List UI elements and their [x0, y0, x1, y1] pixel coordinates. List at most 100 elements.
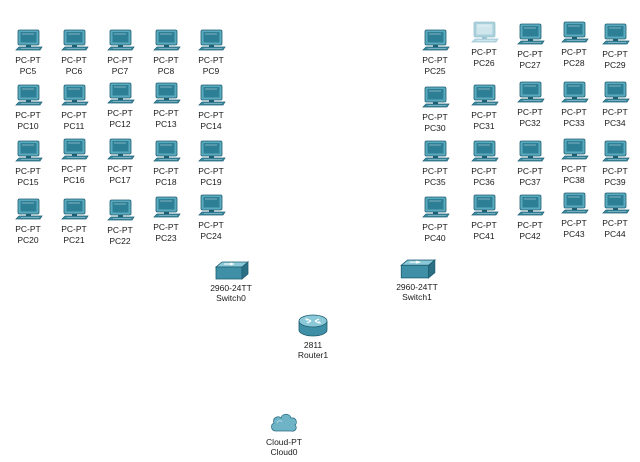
- pc-workstation-icon: [559, 137, 589, 163]
- pc-name-label: PC41: [473, 231, 495, 241]
- pc-workstation-icon: [105, 198, 135, 224]
- pc-workstation-icon: [196, 83, 226, 109]
- pc-workstation-icon: [151, 195, 181, 221]
- pc-workstation-icon: [469, 83, 499, 109]
- pc-name-label: PC6: [65, 66, 83, 76]
- pc-workstation-icon: [420, 85, 450, 111]
- pc-name-label: PC18: [155, 177, 177, 187]
- pc-name-label: PC17: [109, 175, 131, 185]
- pc-name-label: PC33: [563, 118, 585, 128]
- switch1-name: Switch1: [402, 292, 432, 302]
- pc-name-label: PC15: [17, 177, 39, 187]
- pc-workstation-icon: [59, 83, 89, 109]
- pc-workstation-icon: [59, 137, 89, 163]
- switch0-device[interactable]: 2960-24TT Switch0: [206, 261, 256, 303]
- pc-name-label: PC39: [604, 177, 626, 187]
- cloud0-device[interactable]: Cloud-PT Cloud0: [262, 411, 306, 457]
- pc-type-label: PC-PT: [602, 166, 628, 176]
- pc-name-label: PC27: [519, 60, 541, 70]
- pc-name-label: PC19: [200, 177, 222, 187]
- pc-type-label: PC-PT: [107, 164, 133, 174]
- pc-type-label: PC-PT: [61, 224, 87, 234]
- pc-workstation-icon: [13, 139, 43, 165]
- pc-name-label: PC24: [200, 231, 222, 241]
- router1-device[interactable]: 2811 Router1: [291, 312, 335, 360]
- pc-workstation-icon: [105, 81, 135, 107]
- switch1-device[interactable]: 2960-24TT Switch1: [392, 259, 442, 302]
- pc-name-label: PC11: [63, 121, 85, 131]
- pc-type-label: PC-PT: [107, 108, 133, 118]
- pc-type-label: PC-PT: [602, 107, 628, 117]
- pc-name-label: PC12: [109, 119, 131, 129]
- pc-workstation-icon: [13, 197, 43, 223]
- pc-workstation-icon: [151, 139, 181, 165]
- pc-workstation-icon: [559, 20, 589, 46]
- pc-name-label: PC40: [424, 233, 446, 243]
- pc-name-label: PC23: [155, 233, 177, 243]
- pc-type-label: PC-PT: [198, 55, 224, 65]
- pc-type-label: PC-PT: [15, 224, 41, 234]
- pc-type-label: PC-PT: [61, 164, 87, 174]
- pc-type-label: PC-PT: [471, 220, 497, 230]
- pc-type-label: PC-PT: [107, 225, 133, 235]
- pc-name-label: PC36: [473, 177, 495, 187]
- pc-name-label: PC34: [604, 118, 626, 128]
- pc-workstation-icon: [59, 197, 89, 223]
- switch0-name: Switch0: [216, 293, 246, 303]
- pc-type-label: PC-PT: [602, 49, 628, 59]
- pc-workstation-icon: [469, 193, 499, 219]
- pc-type-label: PC-PT: [61, 110, 87, 120]
- pc-workstation-icon: [196, 28, 226, 54]
- pc-name-label: PC22: [109, 236, 131, 246]
- pc-type-label: PC-PT: [471, 110, 497, 120]
- pc-type-label: PC-PT: [561, 107, 587, 117]
- pc-workstation-icon: [469, 139, 499, 165]
- pc-workstation-icon: [13, 28, 43, 54]
- pc-name-label: PC5: [19, 66, 37, 76]
- pc-type-label: PC-PT: [517, 166, 543, 176]
- pc-name-label: PC9: [202, 66, 220, 76]
- switch-icon: [214, 261, 250, 280]
